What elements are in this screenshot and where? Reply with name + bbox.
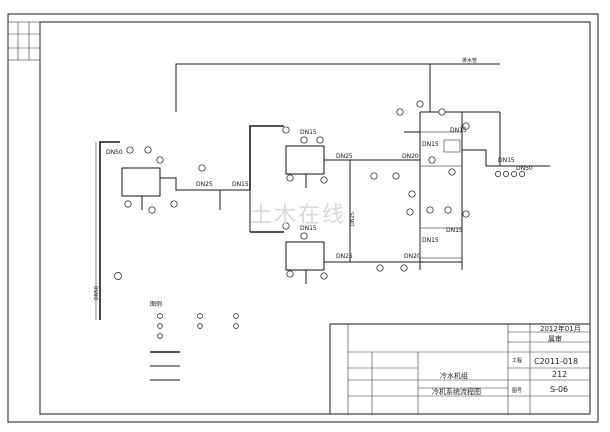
dn50-left-label: DN50 — [106, 149, 123, 156]
watermark-text: 土木在线 — [250, 203, 346, 228]
far-right-outlet: DN15 DN50 — [486, 112, 550, 177]
upper-run: DN20 DN25 — [349, 153, 420, 262]
dn15-upper-tank-label: DN15 — [300, 129, 317, 136]
right-column: DN15 DN15 — [396, 100, 500, 270]
dn50-far-right-label: DN50 — [516, 165, 533, 172]
top-pipe: 排水管 — [175, 57, 500, 112]
dn20-lower-label: DN20 — [404, 253, 421, 260]
tb-reviewer: 属审 — [548, 334, 562, 343]
left-riser: DN50 DN50 — [94, 141, 123, 320]
tb-date: 2012年01月 — [540, 324, 581, 333]
central-loop — [249, 125, 284, 216]
tb-label-project: 工程 — [512, 357, 522, 364]
dn15-top-right2-label: DN15 — [422, 141, 439, 148]
dn25-upper-label: DN25 — [336, 153, 353, 160]
dn25-lower-label: DN25 — [336, 253, 353, 260]
tb-sheet: S-06 — [550, 385, 568, 394]
top-right-line-label: 排水管 — [462, 57, 477, 64]
title-block: 工程 图号 2012年01月 属审 C2011-018 212 S-06 冷水机… — [329, 323, 591, 415]
tb-number: 212 — [552, 370, 567, 379]
tb-drawing-name-1: 冷水机组 — [440, 371, 468, 380]
tb-drawing-name-2: 冷机系统流程图 — [432, 387, 481, 396]
dn20-upper-label: DN20 — [402, 153, 419, 160]
dn50-vertical-label: DN50 — [94, 286, 100, 300]
legend-title: 图例 — [150, 300, 162, 308]
dn15-lower-tank-label: DN15 — [300, 225, 317, 232]
tb-label-sheet: 图号 — [512, 388, 522, 394]
dn15-a-label: DN15 — [232, 181, 249, 188]
dn15-lower-right2-label: DN15 — [446, 227, 463, 234]
lower-tank: DN15 DN25 DN20 DN15 DN15 — [249, 206, 470, 284]
upper-tank: DN15 DN25 — [282, 126, 353, 188]
drawing-border — [7, 13, 599, 423]
drawing-frame — [39, 21, 591, 415]
dn25-mid-vertical-label: DN25 — [350, 212, 356, 226]
dn15-lower-right-label: DN15 — [422, 237, 439, 244]
left-tank: DN25 DN15 — [121, 146, 250, 214]
dn15-top-right-label: DN15 — [450, 127, 467, 134]
left-strip — [7, 21, 41, 61]
tb-project-code: C2011-018 — [534, 357, 578, 366]
dn15-far-right-label: DN15 — [498, 157, 515, 164]
legend: 图例 — [150, 300, 239, 381]
dn25-a-label: DN25 — [196, 181, 213, 188]
